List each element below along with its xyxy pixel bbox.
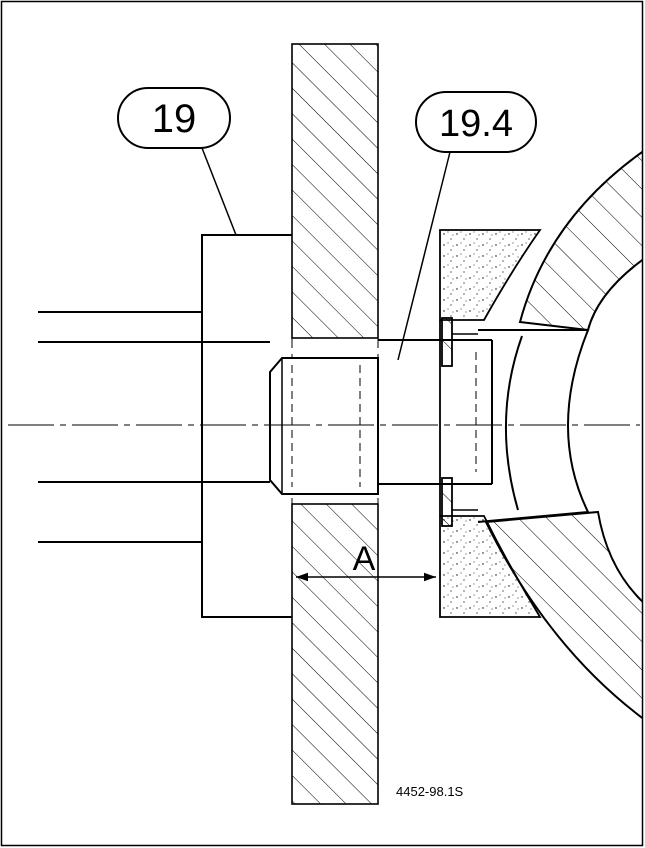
callout-19-bubble: [117, 87, 231, 149]
shaft-19-4: [269, 339, 493, 495]
ring-section: [477, 150, 642, 719]
wall-plate-lower: [291, 503, 379, 805]
callout-19-4-leader: [397, 151, 451, 361]
seal-ring-lower: [441, 477, 453, 527]
seal-ring-upper: [441, 317, 453, 367]
housing-19: [38, 234, 292, 618]
callout-19-4-bubble: [415, 91, 537, 153]
wall-plate: [291, 43, 379, 805]
callout-19-label: 19: [152, 97, 197, 141]
callout-19-leader: [201, 147, 237, 236]
ring-section-lower: [484, 510, 642, 719]
drawing-number: 4452-98.1S: [396, 784, 464, 799]
stippled-block: [439, 229, 542, 618]
wall-plate-upper: [291, 43, 379, 339]
ring-section-upper: [518, 150, 642, 332]
callout-19-4-label: 19.4: [439, 103, 513, 145]
ring-bore-curve: [505, 335, 523, 511]
dimension-label: A: [353, 540, 376, 578]
ring-inner-profile: [477, 329, 590, 523]
shaft-collar: [269, 357, 379, 495]
callout-19-4: 19.4: [397, 91, 537, 361]
callout-19: 19: [117, 87, 237, 236]
seal-ring: [441, 317, 478, 527]
housing-flange: [201, 234, 292, 618]
dimension-a: A: [296, 540, 436, 582]
stippled-block-upper: [439, 229, 542, 321]
